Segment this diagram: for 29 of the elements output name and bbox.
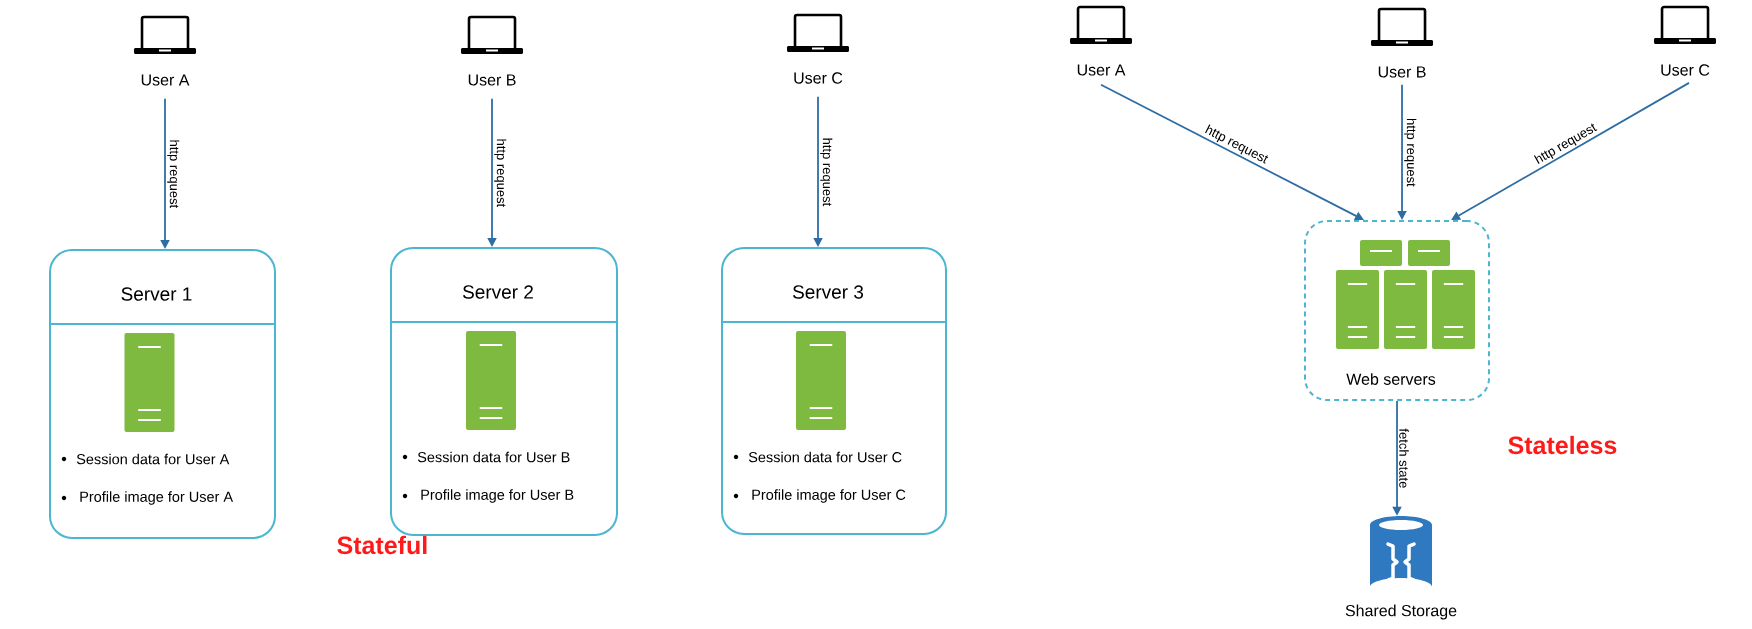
state-label: Stateful bbox=[337, 535, 427, 555]
user-label: User B bbox=[468, 74, 516, 86]
user-label: User A bbox=[1077, 64, 1126, 76]
edge-label: fetch state bbox=[1398, 427, 1410, 490]
edge-label: http request bbox=[819, 136, 834, 208]
database-label: Shared Storage bbox=[1345, 604, 1457, 620]
box-title: Server 2 bbox=[462, 285, 533, 299]
user-label: User C bbox=[1661, 64, 1710, 76]
user-label: User B bbox=[1378, 66, 1426, 78]
list-item: Session data for User B bbox=[402, 451, 570, 463]
list-item: Session data for User C bbox=[733, 451, 902, 463]
server-box bbox=[721, 247, 947, 535]
user-label: User C bbox=[794, 72, 843, 84]
edge-label: http request bbox=[1403, 117, 1418, 188]
list-item: Profile image for User B bbox=[402, 489, 574, 503]
arrow bbox=[1100, 83, 1364, 221]
list-item: Profile image for User C bbox=[733, 489, 906, 503]
box-title: Server 1 bbox=[121, 287, 192, 301]
list-item: Session data for User A bbox=[61, 453, 230, 465]
state-label: Stateless bbox=[1508, 435, 1617, 455]
user-label: User A bbox=[141, 74, 190, 86]
server-box bbox=[390, 247, 618, 536]
box-title: Server 3 bbox=[792, 285, 864, 299]
edge-label: http request bbox=[166, 138, 181, 210]
server-box bbox=[49, 249, 276, 539]
arrow bbox=[1451, 81, 1690, 220]
list-item: Profile image for User A bbox=[61, 491, 234, 505]
box-label: Web servers bbox=[1346, 373, 1436, 385]
edge-label: http request bbox=[493, 137, 508, 209]
